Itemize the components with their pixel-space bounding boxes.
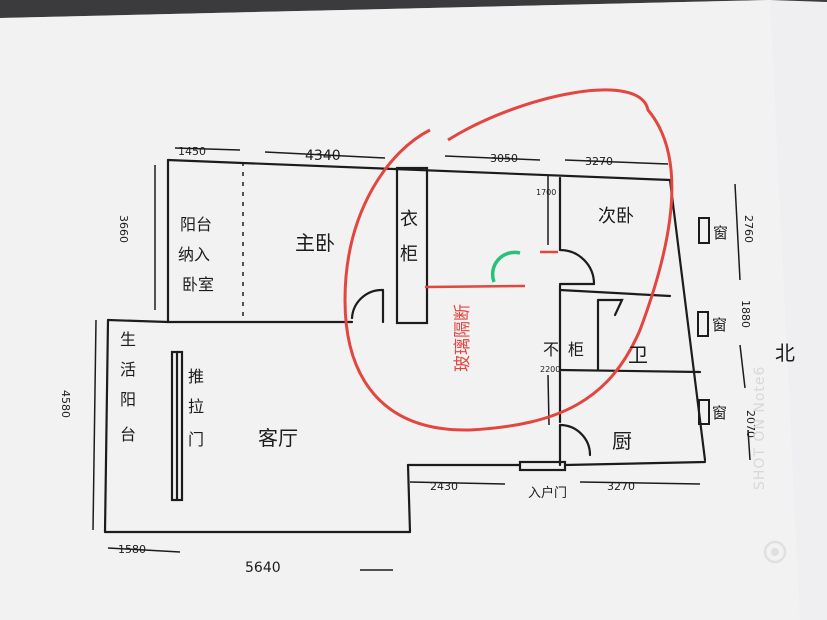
window-2-label: 窗 (712, 316, 727, 334)
wardrobe-char-2: 柜 (400, 244, 418, 265)
entrance-door-label: 入户门 (528, 485, 567, 501)
room-balcony-line2: 纳入 (178, 245, 210, 264)
bath-left-mark: 不 (543, 340, 559, 359)
room-kitchen: 厨 (612, 429, 632, 453)
dim-hall-small: 1700 (536, 188, 556, 197)
dim-kitchen-a: 2430 (430, 480, 458, 493)
room-balcony-line1: 阳台 (180, 215, 212, 234)
living-balcony-char-4: 台 (120, 425, 136, 444)
dim-top-right-a: 3050 (490, 152, 518, 165)
room-balcony-line3: 卧室 (182, 275, 214, 294)
room-master-bedroom: 主卧 (295, 231, 335, 255)
green-door-arc (490, 250, 521, 283)
walls (103, 158, 707, 534)
dim-bottom-left: 1580 (118, 543, 146, 556)
north-indicator: 北 (775, 341, 795, 365)
dim-bath-small: 2200 (540, 365, 560, 374)
dimension-lines (92, 147, 751, 571)
room-bathroom: 卫 (628, 343, 648, 367)
camera-watermark: SHOT ON Note6 (752, 366, 768, 490)
sliding-door-char-1: 推 (188, 367, 204, 386)
red-circle-annotation (343, 88, 674, 432)
dim-right-3: 2070 (744, 410, 757, 438)
room-living: 客厅 (258, 426, 298, 450)
living-balcony-char-2: 活 (120, 360, 136, 379)
watermark-text: SHOT ON Note6 (752, 365, 768, 490)
living-balcony-char-1: 生 (120, 330, 136, 349)
living-balcony-char-3: 阳 (120, 390, 136, 409)
sliding-door-char-3: 门 (188, 430, 204, 449)
dim-kitchen-b: 3270 (607, 480, 635, 493)
dim-top-right-b: 3270 (585, 155, 613, 168)
dim-bottom-mid: 5640 (245, 560, 281, 576)
dim-top-mid: 4340 (305, 148, 341, 164)
dim-left-top: 3660 (117, 215, 130, 243)
glass-partition-line (424, 284, 526, 289)
wardrobe-char-1: 衣 (400, 209, 418, 230)
dim-left-bottom: 4580 (59, 390, 72, 418)
room-second-bedroom: 次卧 (598, 206, 634, 227)
window-1-label: 窗 (713, 224, 728, 242)
window-3-label: 窗 (712, 404, 727, 422)
sliding-door-char-2: 拉 (188, 397, 204, 416)
camera-logo-icon (763, 540, 787, 564)
dim-top-left: 1450 (178, 145, 206, 158)
room-cabinet: 柜 (568, 340, 584, 359)
windows (697, 217, 710, 425)
dim-right-1: 2760 (742, 215, 755, 243)
dim-right-2: 1880 (739, 300, 752, 328)
glass-partition-label: 玻璃隔断 (453, 304, 473, 372)
